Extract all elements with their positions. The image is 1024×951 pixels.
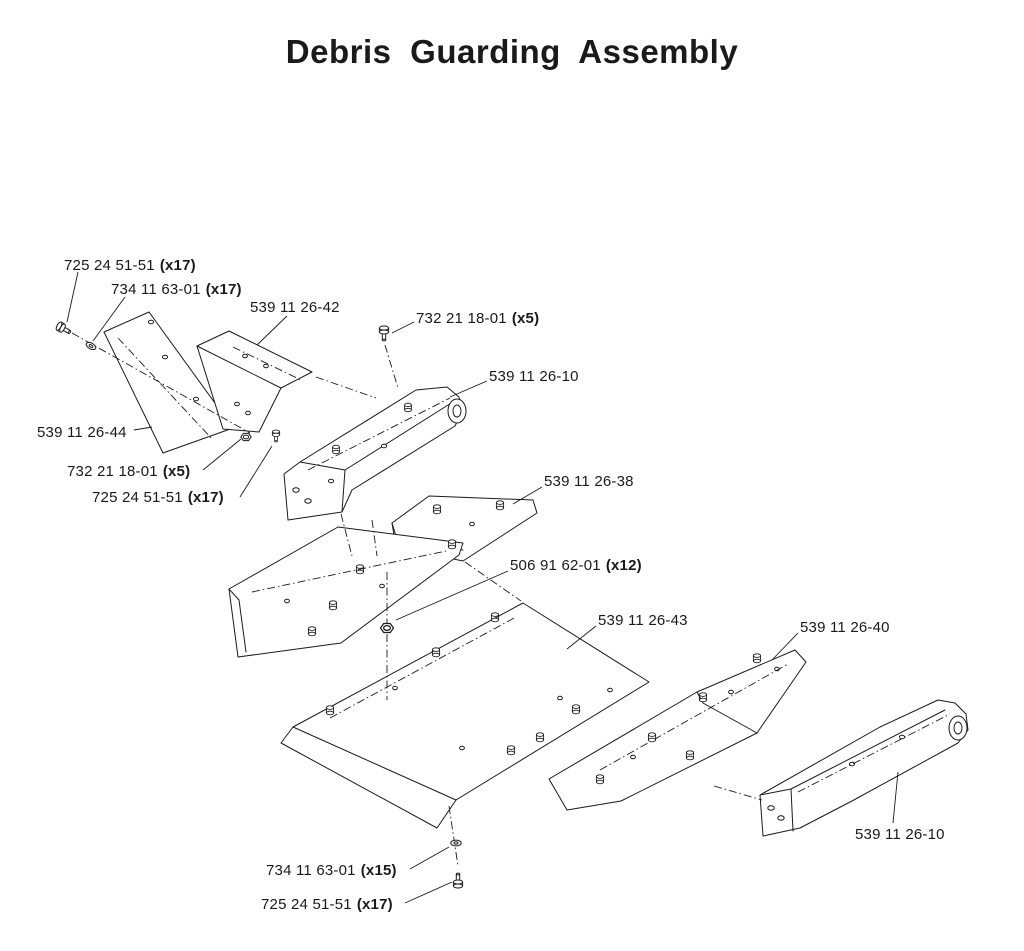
hex-nut bbox=[240, 432, 252, 442]
part-number: 539 11 26-38 bbox=[544, 473, 634, 490]
part-label: 539 11 26-10 bbox=[489, 368, 579, 385]
part-qty: (x17) bbox=[356, 896, 393, 913]
part-qty: (x12) bbox=[605, 557, 642, 574]
part-label: 734 11 63-01(x17) bbox=[111, 281, 242, 298]
part-qty: (x17) bbox=[205, 281, 242, 298]
part-label: 734 11 63-01(x15) bbox=[266, 862, 397, 879]
stud-bolt bbox=[752, 653, 762, 664]
hex-bolt bbox=[452, 872, 464, 889]
weldment-539-11-26-10-right bbox=[759, 699, 969, 837]
washer bbox=[450, 839, 462, 847]
part-label: 539 11 26-42 bbox=[250, 299, 340, 316]
plate-539-11-26-43 bbox=[280, 602, 650, 829]
part-label: 725 24 51-51(x17) bbox=[64, 257, 196, 274]
part-number: 506 91 62-01 bbox=[510, 557, 601, 574]
part-number: 734 11 63-01 bbox=[266, 862, 356, 879]
part-number: 539 11 26-10 bbox=[489, 368, 579, 385]
washer bbox=[84, 340, 98, 352]
part-label: 732 21 18-01(x5) bbox=[67, 463, 190, 480]
part-label: 539 11 26-44 bbox=[37, 424, 127, 441]
part-label: 732 21 18-01(x5) bbox=[416, 310, 539, 327]
page-title: Debris Guarding Assembly bbox=[285, 33, 739, 70]
part-qty: (x5) bbox=[511, 310, 540, 327]
flange-nut bbox=[379, 622, 395, 634]
part-label: 506 91 62-01(x12) bbox=[510, 557, 642, 574]
part-number: 725 24 51-51 bbox=[92, 489, 183, 506]
part-number: 539 11 26-40 bbox=[800, 619, 890, 636]
bracket-539-11-26-42 bbox=[196, 330, 313, 433]
part-label: 539 11 26-43 bbox=[598, 612, 688, 629]
part-label: 539 11 26-40 bbox=[800, 619, 890, 636]
hex-bolt bbox=[271, 429, 281, 443]
part-label: 725 24 51-51(x17) bbox=[92, 489, 224, 506]
part-number: 725 24 51-51 bbox=[261, 896, 352, 913]
center-lines bbox=[71, 332, 951, 867]
part-number: 734 11 63-01 bbox=[111, 281, 201, 298]
leader-lines bbox=[66, 271, 899, 904]
part-number: 539 11 26-10 bbox=[855, 826, 945, 843]
part-label: 539 11 26-10 bbox=[855, 826, 945, 843]
weldment-539-11-26-10-left bbox=[283, 386, 467, 521]
part-number: 725 24 51-51 bbox=[64, 257, 155, 274]
part-qty: (x17) bbox=[159, 257, 196, 274]
part-number: 539 11 26-42 bbox=[250, 299, 340, 316]
part-number: 539 11 26-43 bbox=[598, 612, 688, 629]
part-number: 732 21 18-01 bbox=[416, 310, 507, 327]
hex-bolt bbox=[54, 320, 74, 337]
guard-plate-lower-left bbox=[228, 526, 464, 658]
part-number: 732 21 18-01 bbox=[67, 463, 158, 480]
part-qty: (x15) bbox=[360, 862, 397, 879]
part-number: 539 11 26-44 bbox=[37, 424, 127, 441]
part-label: 725 24 51-51(x17) bbox=[261, 896, 393, 913]
part-label: 539 11 26-38 bbox=[544, 473, 634, 490]
hex-bolt bbox=[378, 325, 390, 342]
part-qty: (x5) bbox=[162, 463, 191, 480]
part-qty: (x17) bbox=[187, 489, 224, 506]
